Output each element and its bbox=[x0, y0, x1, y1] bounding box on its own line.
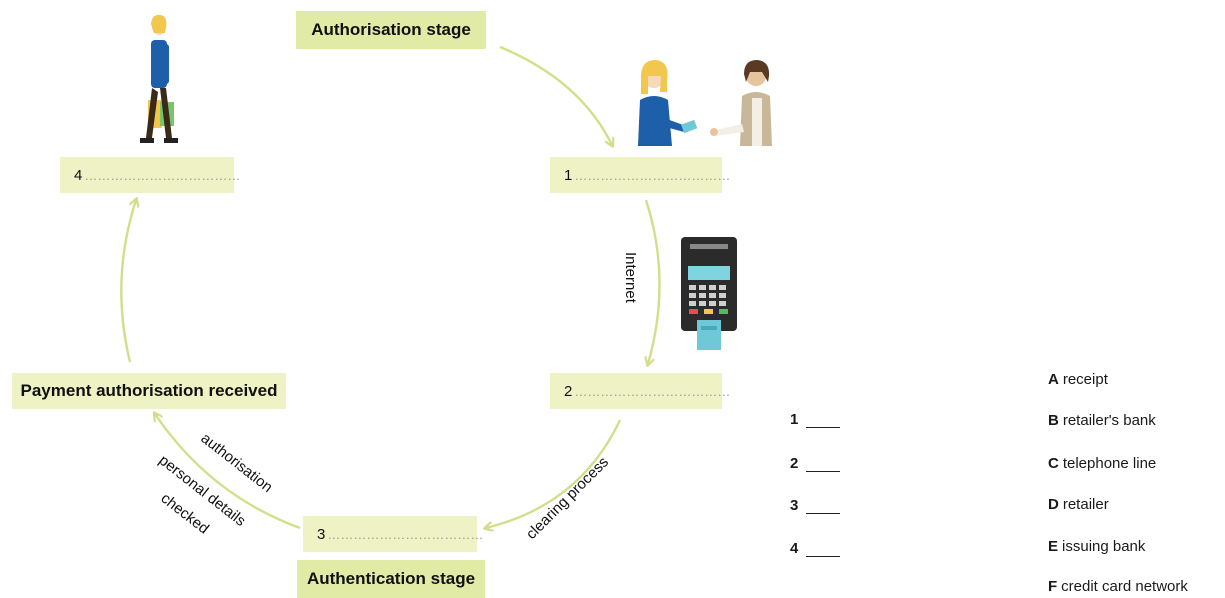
arrow-to-step-4 bbox=[120, 200, 136, 363]
card-terminal-icon bbox=[681, 237, 737, 350]
label-internet: Internet bbox=[622, 252, 639, 304]
option-text: issuing bank bbox=[1062, 538, 1146, 555]
option-letter: A bbox=[1048, 371, 1059, 388]
answer-row-2[interactable]: 2 bbox=[790, 455, 841, 472]
option-letter: E bbox=[1048, 538, 1059, 555]
label-clearing-process: clearing process bbox=[523, 454, 612, 543]
option-letter: D bbox=[1048, 496, 1059, 513]
answer-line[interactable] bbox=[806, 457, 841, 472]
answer-number: 2 bbox=[790, 455, 799, 472]
answer-number: 4 bbox=[790, 540, 799, 557]
step-box-3: 3 ……………………………… bbox=[303, 516, 483, 552]
option-text: retailer's bank bbox=[1062, 412, 1156, 429]
answer-row-3[interactable]: 3 bbox=[790, 497, 841, 514]
answer-line[interactable] bbox=[806, 542, 841, 557]
authorisation-stage-label: Authorisation stage bbox=[296, 11, 486, 49]
answer-blank: ……………………………… bbox=[84, 167, 241, 183]
step-box-2: 2 ……………………………… bbox=[550, 373, 730, 409]
arrow-internet bbox=[646, 199, 661, 364]
step-number: 3 bbox=[317, 525, 326, 543]
answer-row-1[interactable]: 1 bbox=[790, 411, 841, 428]
step-number: 2 bbox=[564, 382, 573, 400]
step-box-4: 4 ……………………………… bbox=[60, 157, 240, 193]
arrow-to-step-1 bbox=[499, 45, 612, 145]
option-text: retailer bbox=[1062, 496, 1109, 513]
option-letter: B bbox=[1048, 412, 1059, 429]
option-letter: F bbox=[1048, 578, 1058, 595]
step-number: 4 bbox=[74, 166, 83, 184]
answer-blank: ……………………………… bbox=[327, 526, 484, 542]
option-text: telephone line bbox=[1062, 455, 1157, 472]
option-text: credit card network bbox=[1061, 578, 1188, 595]
step-number: 1 bbox=[564, 166, 573, 184]
option-letter: C bbox=[1048, 455, 1059, 472]
answer-line[interactable] bbox=[806, 499, 841, 514]
answer-blank: ……………………………… bbox=[574, 167, 731, 183]
payment-authorisation-received-box: Payment authorisation received bbox=[12, 373, 286, 409]
step-box-1: 1 ……………………………… bbox=[550, 157, 730, 193]
authentication-stage-label: Authentication stage bbox=[297, 560, 485, 598]
answer-line[interactable] bbox=[806, 413, 841, 428]
shop-assistant-icon bbox=[710, 60, 772, 146]
answer-row-4[interactable]: 4 bbox=[790, 540, 841, 557]
answer-blank: ……………………………… bbox=[574, 383, 731, 399]
arrow-clearing bbox=[486, 419, 622, 528]
answer-number: 3 bbox=[790, 497, 799, 514]
answer-number: 1 bbox=[790, 411, 799, 428]
option-text: receipt bbox=[1062, 371, 1108, 388]
customer-icon bbox=[638, 60, 698, 146]
shopper-icon bbox=[140, 14, 178, 143]
arrow-authorisation bbox=[155, 414, 301, 530]
